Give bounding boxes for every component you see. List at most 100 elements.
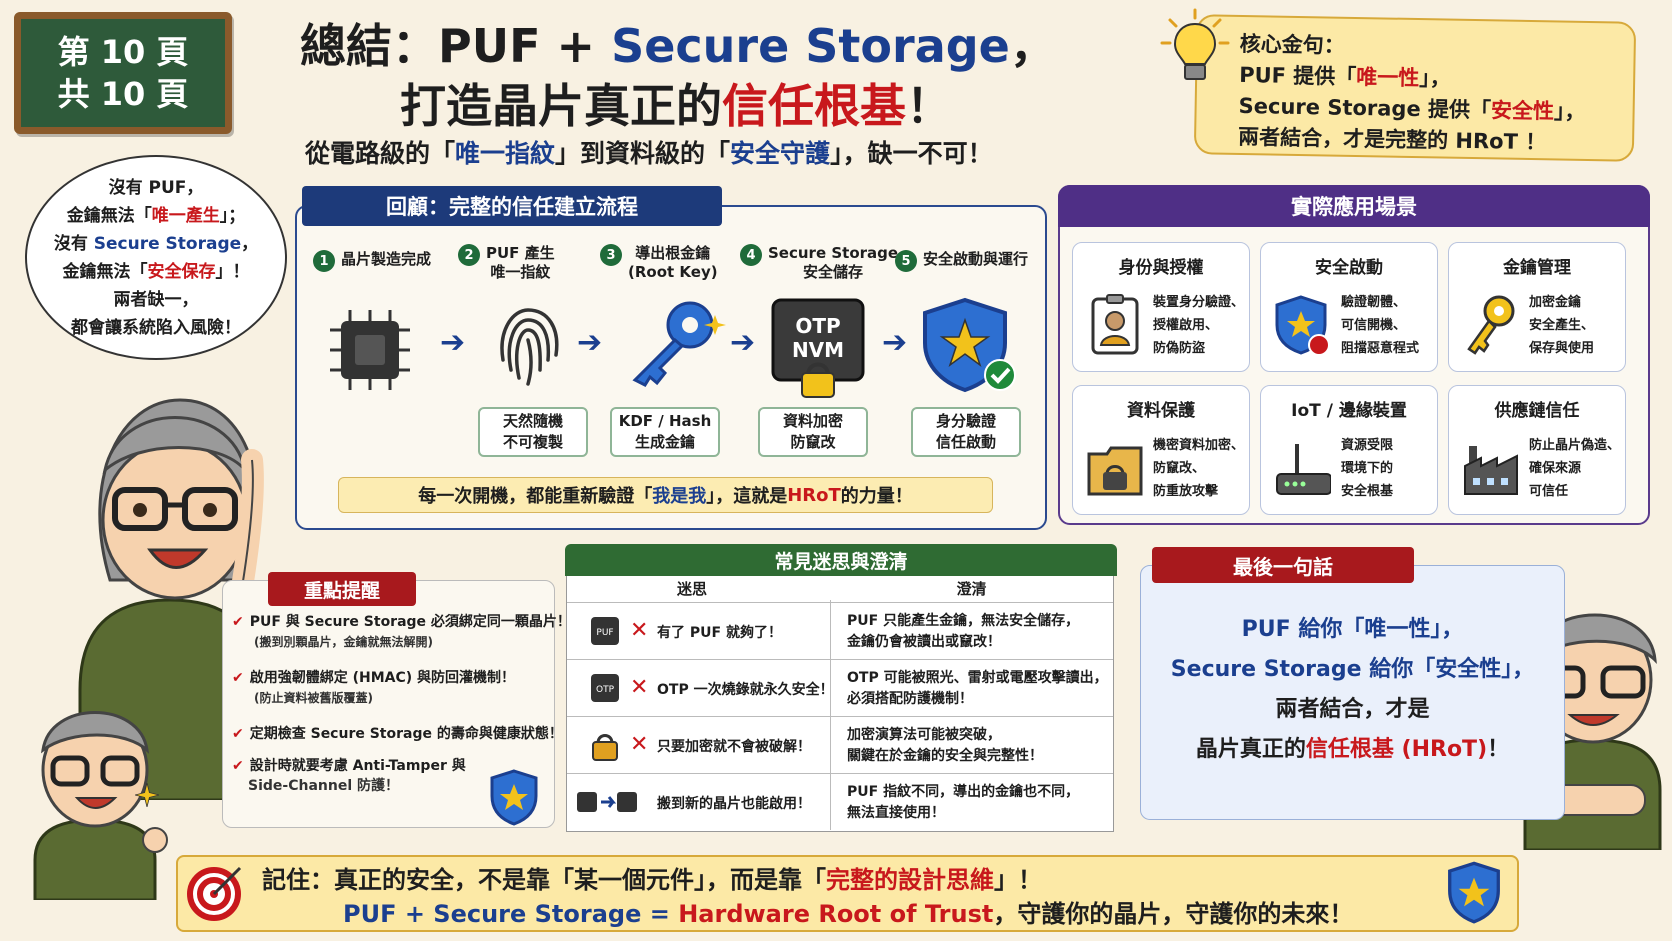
app-card-title: 資料保護 xyxy=(1127,401,1195,421)
otp-label: OTP xyxy=(795,314,840,338)
app-card-desc: 機密資料加密、防竄改、防重放攻擊 xyxy=(1153,438,1245,499)
final-words-text: PUF 給你「唯一性」， Secure Storage 給你「安全性」， 兩者結… xyxy=(1140,610,1565,770)
key-icon xyxy=(632,301,726,387)
otp-chip-icon: OTP xyxy=(591,674,619,702)
page-subtitle: 從電路級的「唯一指紋」到資料級的「安全守護」，缺一不可！ xyxy=(305,139,993,168)
myth-column-header: 迷思 xyxy=(676,580,707,598)
chip-icon xyxy=(330,310,410,390)
cross-icon: ✕ xyxy=(630,618,649,643)
myth-row: PUF ✕ 有了 PUF 就夠了！ PUF 只能產生金鑰，無法安全儲存，金鑰仍會… xyxy=(567,602,1113,659)
clarification-text: PUF 只能產生金鑰，無法安全儲存，金鑰仍會被讀出或竄改！ xyxy=(847,612,1080,650)
app-card-desc: 驗證韌體、可信開機、阻擋惡意程式 xyxy=(1341,295,1420,356)
final-line: PUF 給你「唯一性」， xyxy=(1241,617,1464,642)
app-card-iot-edge: IoT / 邊緣裝置 資源受限環境下的安全根基 xyxy=(1260,385,1438,515)
bubble-line: 都會讓系統陷入風險！ xyxy=(71,317,241,338)
flow-step-4-label: 資料加密防竄改 xyxy=(758,407,868,457)
reminder-item: ✔定期檢查 Secure Storage 的壽命與健康狀態！ xyxy=(232,726,563,742)
speech-bubble: 沒有 PUF， 金鑰無法「唯一產生」； 沒有 Secure Storage， 金… xyxy=(25,155,287,360)
myth-text: 搬到新的晶片也能啟用！ xyxy=(657,795,811,812)
myth-text: OTP 一次燒錄就永久安全！ xyxy=(657,681,834,698)
shield-check-icon xyxy=(923,297,1016,393)
banner-line1: 記住：真正的安全，不是靠「某一個元件」，而是靠「完整的設計思維」！ xyxy=(262,866,1042,894)
app-card-title: 身份與授權 xyxy=(1118,258,1204,278)
flow-arrow-icon: ➔ xyxy=(440,325,466,360)
page-number-current: 第 10 頁 xyxy=(57,33,189,71)
app-card-secure-boot: 安全啟動 驗證韌體、可信開機、阻擋惡意程式 xyxy=(1260,242,1438,372)
check-icon: ✔ xyxy=(232,614,244,630)
shield-star-icon xyxy=(490,769,538,826)
app-card-desc: 加密金鑰安全產生、保存與使用 xyxy=(1529,295,1595,356)
app-card-desc: 防止晶片偽造、確保來源可信任 xyxy=(1529,438,1621,499)
sparkle-icon xyxy=(135,783,159,807)
flow-step-5-label: 身分驗證信任啟動 xyxy=(911,407,1021,457)
clarification-column-header: 澄清 xyxy=(956,580,987,598)
bubble-line: 沒有 Secure Storage， xyxy=(53,233,259,254)
page-title-line1: 總結：PUF + Secure Storage， xyxy=(300,19,1056,73)
flow-arrow-icon: ➔ xyxy=(882,325,908,360)
myth-row: ✕ 只要加密就不會被破解！ 加密演算法可能被突破，關鍵在於金鑰的安全與完整性！ xyxy=(567,716,1113,773)
reminder-item: ✔啟用強韌體綁定 (HMAC) 與防回灌機制！ (防止資料被舊版覆蓋) xyxy=(232,670,516,705)
factory-icon xyxy=(1464,446,1518,495)
otp-nvm-storage-icon: OTP NVM xyxy=(771,298,865,398)
shield-power-icon xyxy=(1275,295,1330,356)
app-card-title: 金鑰管理 xyxy=(1503,258,1571,278)
banner-line2: PUF + Secure Storage = Hardware Root of … xyxy=(343,900,1354,928)
clarification-text: PUF 指紋不同，導出的金鑰也不同，無法直接使用！ xyxy=(847,783,1080,821)
page-number-board: 第 10 頁 共 10 頁 xyxy=(14,12,232,134)
svg-text:OTP: OTP xyxy=(596,685,615,695)
myth-text: 只要加密就不會被破解！ xyxy=(657,738,811,755)
flow-arrow-icon: ➔ xyxy=(730,325,756,360)
myth-row: OTP ✕ OTP 一次燒錄就永久安全！ OTP 可能被照光、雷射或電壓攻擊讀出… xyxy=(567,659,1113,716)
clarification-text: 加密演算法可能被突破，關鍵在於金鑰的安全與完整性！ xyxy=(847,726,1043,764)
app-card-title: IoT / 邊緣裝置 xyxy=(1291,401,1407,421)
page-number-total: 共 10 頁 xyxy=(57,75,189,113)
reminders-heading: 重點提醒 xyxy=(268,572,416,606)
winking-character-illustration xyxy=(33,711,168,900)
check-icon: ✔ xyxy=(232,670,244,686)
final-line: Secure Storage 給你「安全性」， xyxy=(1170,657,1535,682)
final-words-heading: 最後一句話 xyxy=(1152,547,1414,583)
app-card-identity: 身份與授權 裝置身分驗證、授權啟用、防偽防盜 xyxy=(1072,242,1250,372)
cross-icon: ✕ xyxy=(630,675,649,700)
check-icon: ✔ xyxy=(232,758,244,774)
page-title-line2: 打造晶片真正的信任根基！ xyxy=(400,79,952,133)
flow-step-2-label: 天然隨機不可複製 xyxy=(478,407,588,457)
reminder-item: ✔PUF 與 Secure Storage 必須綁定同一顆晶片！ (搬到別顆晶片… xyxy=(232,614,571,649)
flow-arrow-icon: ➔ xyxy=(577,325,603,360)
myth-text: 有了 PUF 就夠了！ xyxy=(657,624,782,641)
router-icon xyxy=(1276,444,1331,495)
app-card-data-protection: 資料保護 機密資料加密、防竄改、防重放攻擊 xyxy=(1072,385,1250,515)
reminder-item: ✔設計時就要考慮 Anti-Tamper 與 Side-Channel 防護！ xyxy=(232,758,466,794)
padlock-icon xyxy=(592,734,618,761)
chip-icon: PUF xyxy=(591,617,619,645)
chip-transfer-icon xyxy=(577,792,637,812)
final-line: 晶片真正的信任根基 (HRoT)！ xyxy=(1195,737,1510,762)
app-card-desc: 資源受限環境下的安全根基 xyxy=(1341,438,1394,499)
clarification-text: OTP 可能被照光、雷射或電壓攻擊讀出，必須搭配防護機制！ xyxy=(847,669,1108,707)
app-card-key-management: 金鑰管理 加密金鑰安全產生、保存與使用 xyxy=(1448,242,1626,372)
bubble-line: 沒有 PUF， xyxy=(108,177,204,198)
bubble-line: 金鑰無法「唯一產生」； xyxy=(66,205,246,226)
key-icon xyxy=(1467,295,1515,355)
fingerprint-icon xyxy=(500,308,559,386)
check-icon: ✔ xyxy=(232,726,244,742)
app-card-desc: 裝置身分驗證、授權啟用、防偽防盜 xyxy=(1153,295,1245,356)
core-quote-note: 核心金句： PUF 提供「唯一性」， Secure Storage 提供「安全性… xyxy=(1193,14,1637,162)
target-icon xyxy=(187,866,242,921)
myths-table xyxy=(566,565,1114,832)
trust-flow-panel xyxy=(295,205,1047,530)
applications-heading: 實際應用場景 xyxy=(1058,185,1650,227)
bubble-line: 兩者缺一， xyxy=(113,289,199,310)
flow-note: 每一次開機，都能重新驗證「我是我」，這就是 HRoT 的力量！ xyxy=(338,477,993,513)
bubble-line: 金鑰無法「安全保存」！ xyxy=(62,261,250,282)
folder-lock-icon xyxy=(1087,446,1143,496)
myth-row: 搬到新的晶片也能啟用！ PUF 指紋不同，導出的金鑰也不同，無法直接使用！ xyxy=(567,773,1113,830)
app-card-title: 安全啟動 xyxy=(1315,258,1383,278)
trust-flow-heading: 回顧：完整的信任建立流程 xyxy=(302,186,722,226)
nvm-label: NVM xyxy=(792,338,844,362)
